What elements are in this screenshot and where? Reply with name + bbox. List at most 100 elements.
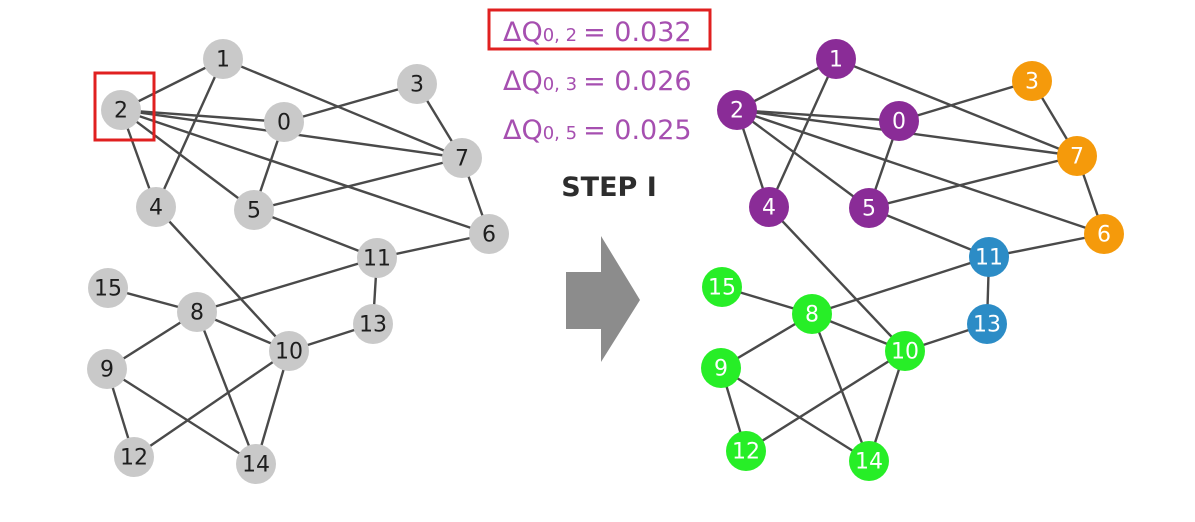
node-4: 4	[749, 187, 789, 227]
node-label: 13	[359, 313, 387, 338]
node-circle	[236, 444, 276, 484]
node-circle	[353, 304, 393, 344]
node-label: 14	[855, 450, 883, 475]
node-circle	[749, 187, 789, 227]
edge-8-14	[195, 311, 258, 465]
node-4: 4	[136, 187, 176, 227]
node-circle	[264, 102, 304, 142]
node-circle	[357, 238, 397, 278]
edge-9-14	[720, 366, 870, 463]
node-circle	[397, 64, 437, 104]
node-12: 12	[726, 431, 766, 471]
node-label: 3	[1025, 70, 1039, 95]
node-label: 9	[714, 357, 728, 382]
edge-0-3	[283, 82, 418, 124]
node-7: 7	[442, 138, 482, 178]
node-label: 6	[1097, 223, 1111, 248]
node-circle	[885, 331, 925, 371]
node-label: 0	[892, 110, 906, 135]
edge-5-11	[868, 206, 990, 259]
node-label: 4	[762, 196, 776, 221]
node-circle	[969, 237, 1009, 277]
node-circle	[114, 437, 154, 477]
node-label: 13	[973, 313, 1001, 338]
right-arrow-icon	[566, 236, 640, 362]
edge-2-6	[736, 108, 1105, 236]
node-circle	[726, 431, 766, 471]
node-13: 13	[967, 304, 1007, 344]
node-circle	[234, 190, 274, 230]
node-label: 0	[277, 111, 291, 136]
node-circle	[849, 188, 889, 228]
node-0: 0	[264, 102, 304, 142]
node-5: 5	[234, 190, 274, 230]
edge-4-10	[155, 206, 290, 352]
node-15: 15	[88, 268, 128, 308]
node-circle	[879, 101, 919, 141]
node-6: 6	[469, 214, 509, 254]
node-label: 12	[732, 440, 760, 465]
node-label: 15	[94, 277, 122, 302]
edge-8-14	[810, 313, 871, 462]
node-14: 14	[236, 444, 276, 484]
node-circle	[101, 90, 141, 130]
node-label: 10	[891, 340, 919, 365]
edge-5-11	[253, 208, 378, 260]
node-3: 3	[397, 64, 437, 104]
node-circle	[1012, 61, 1052, 101]
node-5: 5	[849, 188, 889, 228]
node-11: 11	[969, 237, 1009, 277]
node-3: 3	[1012, 61, 1052, 101]
edge-9-14	[106, 367, 257, 466]
node-circle	[702, 267, 742, 307]
node-label: 2	[730, 99, 744, 124]
delta-q-0-2: ΔQ0, 2= 0.032	[503, 17, 692, 48]
node-7: 7	[1057, 136, 1097, 176]
node-label: 3	[410, 73, 424, 98]
node-circle	[269, 331, 309, 371]
edge-2-0	[120, 108, 285, 124]
edge-7-5	[868, 154, 1078, 210]
node-label: 11	[363, 247, 391, 272]
node-6: 6	[1084, 214, 1124, 254]
node-circle	[87, 349, 127, 389]
node-circle	[203, 39, 243, 79]
node-14: 14	[849, 441, 889, 481]
edge-2-5	[120, 109, 255, 211]
node-label: 7	[455, 147, 469, 172]
node-label: 5	[247, 199, 261, 224]
node-circle	[177, 292, 217, 332]
node-circle	[442, 138, 482, 178]
node-label: 6	[482, 223, 496, 248]
node-8: 8	[177, 292, 217, 332]
node-label: 5	[862, 197, 876, 222]
node-circle	[136, 187, 176, 227]
node-12: 12	[114, 437, 154, 477]
node-13: 13	[353, 304, 393, 344]
edge-11-8	[811, 255, 990, 316]
node-1: 1	[816, 39, 856, 79]
node-circle	[701, 348, 741, 388]
node-circle	[816, 39, 856, 79]
node-15: 15	[702, 267, 742, 307]
highlight-box-node-2	[93, 71, 156, 142]
node-11: 11	[357, 238, 397, 278]
node-label: 11	[975, 246, 1003, 271]
edge-4-10	[768, 206, 906, 352]
node-label: 2	[114, 99, 128, 124]
edge-2-5	[736, 109, 870, 209]
node-label: 4	[149, 196, 163, 221]
node-label: 1	[829, 48, 843, 73]
node-label: 1	[216, 48, 230, 73]
edge-10-12	[745, 349, 906, 453]
node-circle	[88, 268, 128, 308]
highlight-box-dq-0-2	[487, 8, 712, 51]
node-10: 10	[269, 331, 309, 371]
edge-1-7	[222, 57, 463, 160]
node-circle	[967, 304, 1007, 344]
node-circle	[849, 441, 889, 481]
edge-11-8	[196, 256, 378, 314]
node-label: 12	[120, 446, 148, 471]
edge-7-5	[253, 156, 463, 212]
